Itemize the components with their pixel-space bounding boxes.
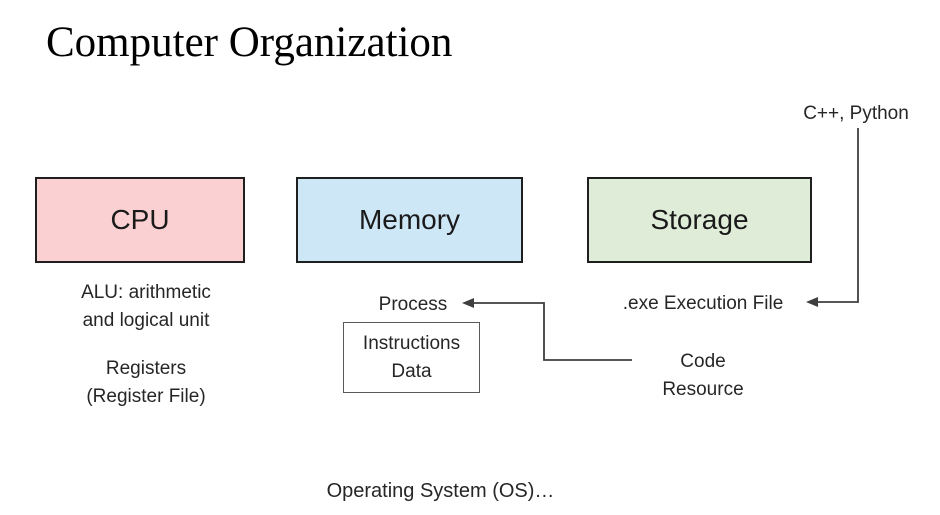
alu-note-line1: ALU: arithmetic [81,282,211,303]
registers-note: Registers (Register File) [41,355,251,411]
memory-box: Memory [296,177,523,263]
alu-note: ALU: arithmetic and logical unit [41,279,251,335]
arrow-languages-to-exe-line [817,128,859,303]
cpu-box: CPU [35,177,245,263]
registers-note-line2: (Register File) [86,386,206,407]
storage-box: Storage [587,177,812,263]
instructions-box-line2: Data [391,360,432,382]
process-label: Process [378,294,448,315]
instructions-data-box: Instructions Data [343,322,480,393]
exe-file-label: .exe Execution File [622,293,784,314]
alu-note-line2: and logical unit [82,310,210,331]
code-resource-line1: Code [680,351,726,372]
code-resource-note: Code Resource [628,348,778,404]
memory-box-label: Memory [358,204,461,235]
page-title: Computer Organization [46,19,453,66]
storage-box-label: Storage [650,204,749,235]
languages-label: C++, Python [803,103,909,124]
operating-system-label: Operating System (OS)… [326,480,555,502]
registers-note-line1: Registers [105,358,187,379]
code-resource-line2: Resource [662,379,744,400]
instructions-box-line1: Instructions [362,332,461,354]
cpu-box-label: CPU [110,204,170,235]
